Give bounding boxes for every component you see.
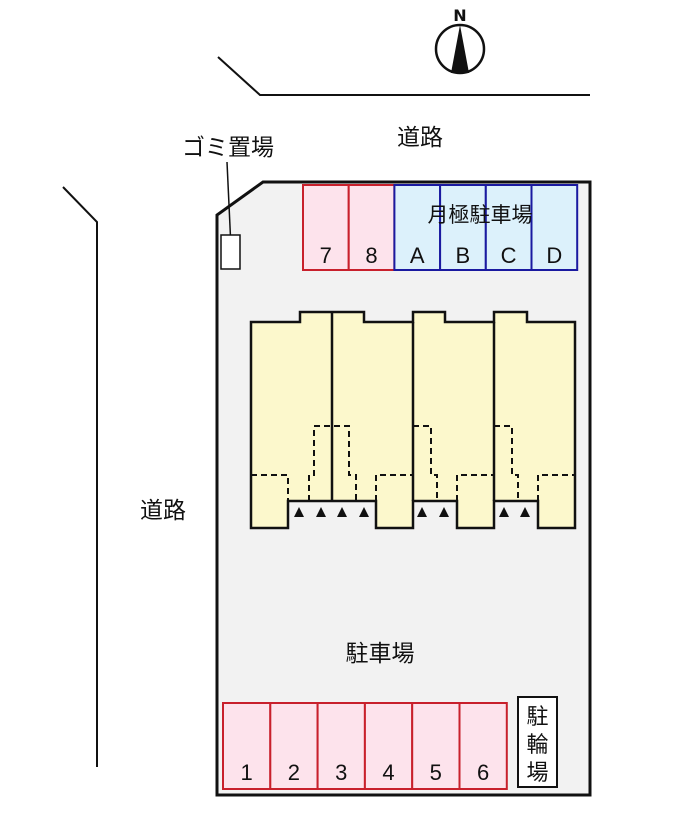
parking-space-8 [347,184,396,271]
parking-space-label: 5 [430,760,442,785]
top-parking-row: 7 8 A B C D [302,184,579,271]
parking-space-1 [222,702,272,790]
entrance-arrow-icon [337,507,347,517]
entrance-arrow-icon [417,507,427,517]
bottom-parking-row: 1 2 3 4 5 6 [222,702,508,790]
garbage-area [220,234,241,270]
entrance-arrow-icon [359,507,369,517]
entrance-arrow-icon [499,507,509,517]
parking-space-label: 4 [382,760,394,785]
entrance-arrow-icon [520,507,530,517]
bicycle-parking: 駐 輪 場 [517,696,558,788]
road-edge-top [217,56,590,96]
parking-space-label: 2 [288,760,300,785]
parking-space-label: B [456,243,471,268]
parking-space-label: 7 [320,243,332,268]
parking-space-label: C [501,243,517,268]
compass-label: N [453,6,466,25]
garbage-label: ゴミ置場 [182,135,274,161]
road-top-label: 道路 [397,125,443,151]
bicycle-label-1: 駐 [526,705,548,730]
parking-space-D [530,184,579,271]
parking-label: 駐車場 [346,641,415,667]
entrance-arrow-icon [439,507,449,517]
parking-space-label: 8 [365,243,377,268]
parking-space-label: 6 [477,760,489,785]
north-compass-icon: N [434,6,486,75]
parking-space-label: 3 [335,760,347,785]
parking-space-label: 1 [240,760,252,785]
parking-space-6 [458,702,508,790]
garbage-leader-line [226,161,232,249]
parking-space-label: D [546,243,562,268]
road-left-label: 道路 [140,498,186,524]
parking-space-2 [269,702,319,790]
entrance-arrow-icon [294,507,304,517]
road-edge-left [62,186,98,767]
parking-space-label: A [410,243,425,268]
parking-space-B [439,184,487,271]
apartment-building [249,310,577,530]
parking-space-C [484,184,533,271]
bicycle-label-2: 輪 [526,733,548,758]
parking-space-3 [316,702,366,790]
entrance-arrow-icon [316,507,326,517]
parking-space-A [393,184,442,271]
monthly-parking-label: 月極駐車場 [428,203,533,227]
bicycle-label-3: 場 [526,761,548,786]
